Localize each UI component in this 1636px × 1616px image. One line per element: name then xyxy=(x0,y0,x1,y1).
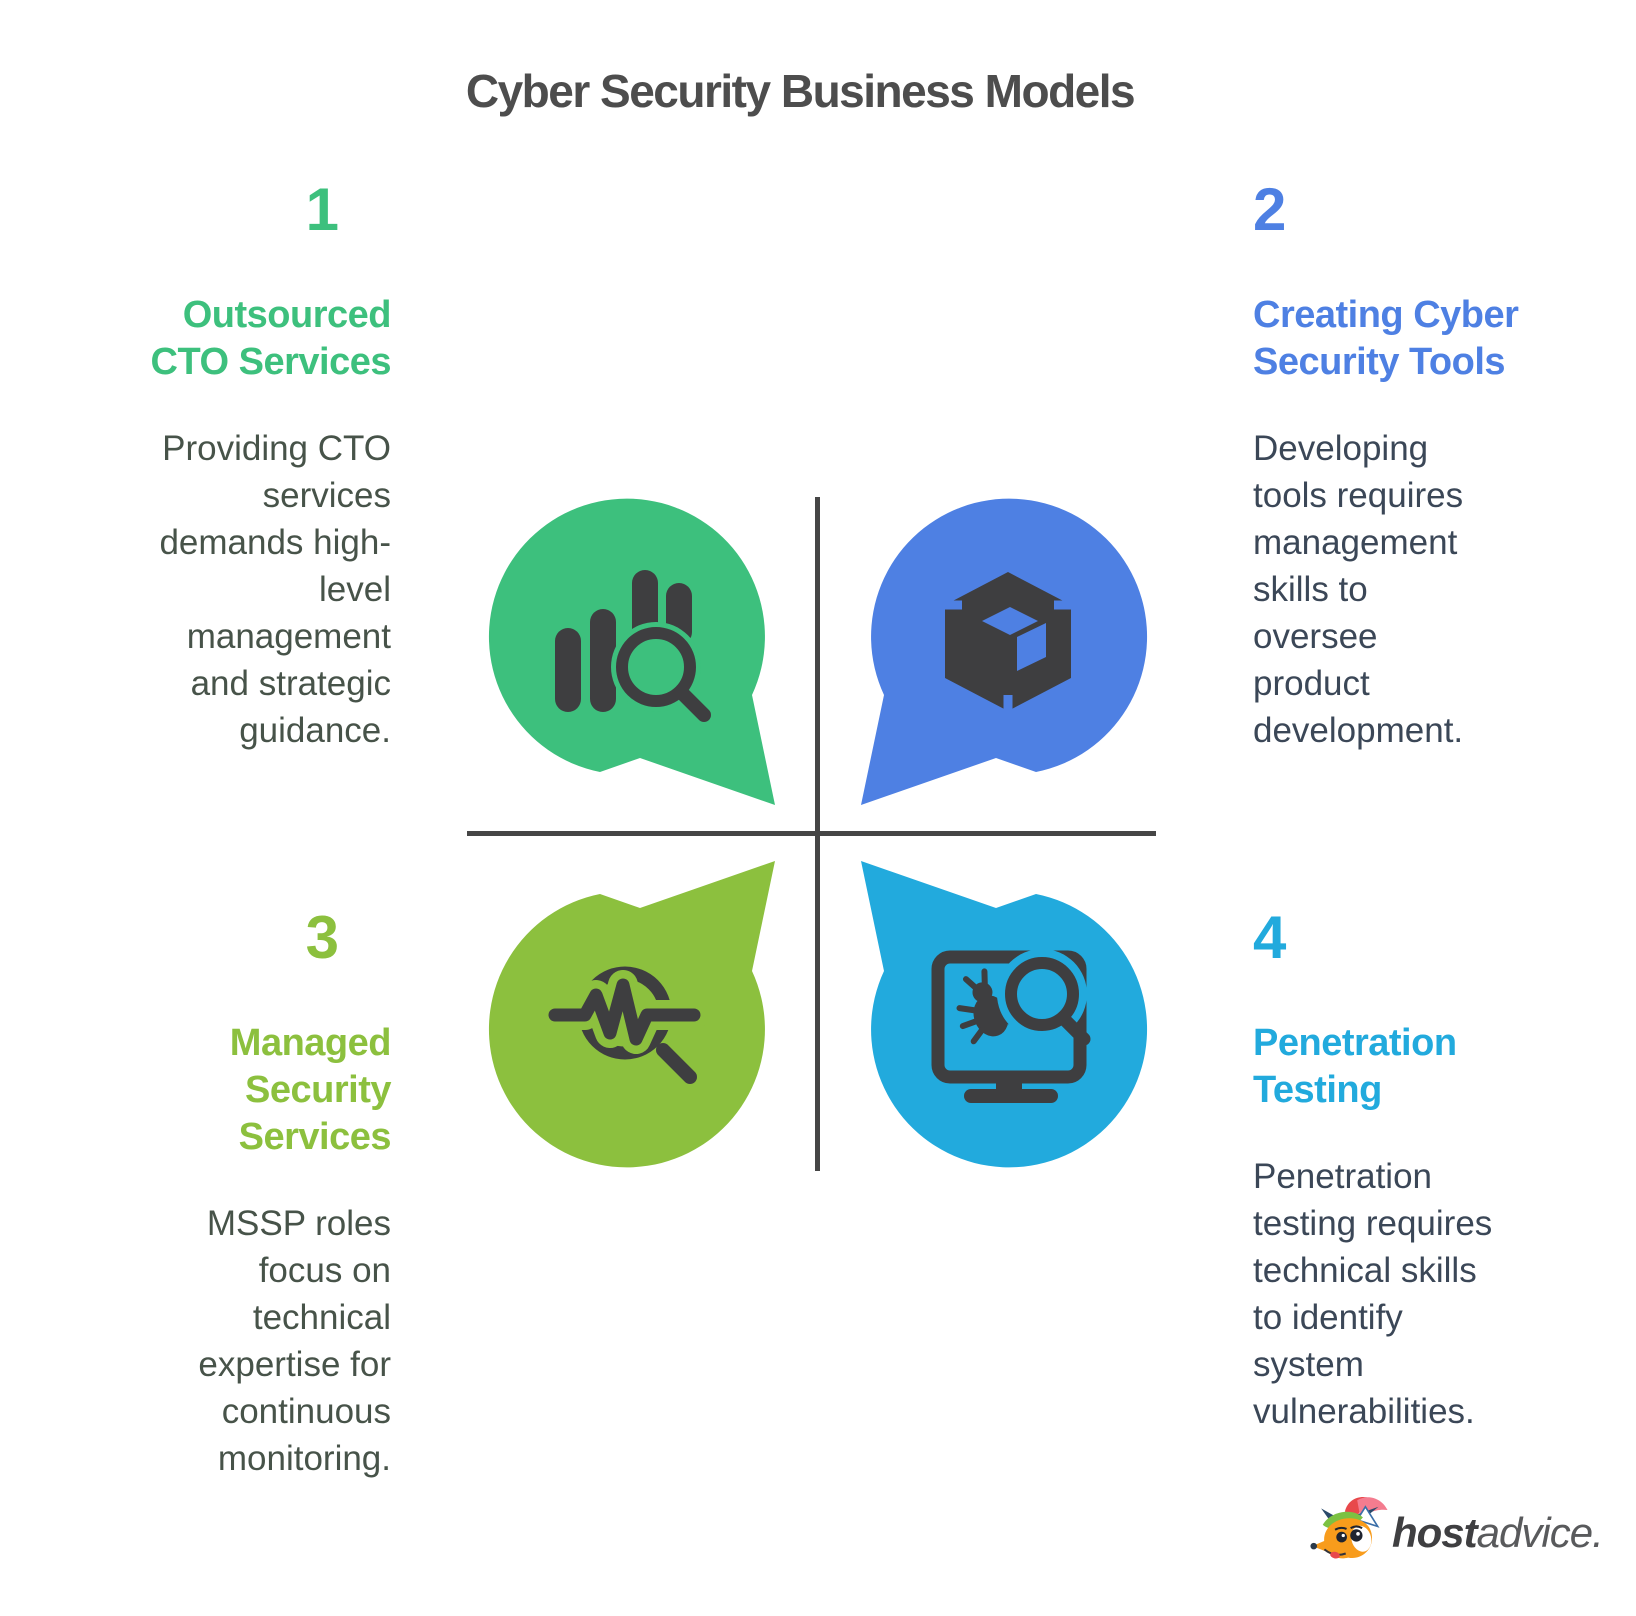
section-body-2: Developing tools requires management ski… xyxy=(1253,429,1464,750)
section-number-1: 1 xyxy=(305,176,339,243)
page-title: Cyber Security Business Models xyxy=(465,65,1136,117)
logo-text: hostadvice. xyxy=(1392,1509,1604,1557)
section-number-2: 2 xyxy=(1253,176,1287,243)
logo-text-advice: advice. xyxy=(1476,1509,1604,1556)
section-heading-4: Penetration Testing xyxy=(1253,1022,1457,1112)
speech-bubble-lime xyxy=(488,861,775,1168)
section-heading-2: Creating Cyber Security Tools xyxy=(1253,294,1519,384)
hostadvice-logo: hostadvice. xyxy=(1308,1492,1604,1574)
section-body-3: MSSP roles focus on technical expertise … xyxy=(198,1204,391,1478)
fox-mascot-icon xyxy=(1310,1496,1388,1559)
section-heading-3: Managed Security Services xyxy=(229,1022,392,1159)
vertical-divider-line xyxy=(815,497,820,1171)
section-creating-tools: 2 Creating Cyber Security Tools Developi… xyxy=(1253,180,1558,754)
section-body-4: Penetration testing requires technical s… xyxy=(1253,1157,1493,1431)
speech-bubble-green xyxy=(488,498,775,805)
section-managed-security: 3 Managed Security Services MSSP roles f… xyxy=(86,908,391,1483)
logo-text-host: host xyxy=(1392,1509,1478,1556)
section-penetration-testing: 4 Penetration Testing Penetration testin… xyxy=(1253,908,1558,1436)
horizontal-divider-line xyxy=(467,831,1156,836)
section-number-3: 3 xyxy=(305,904,339,971)
bar-chart-magnifier-icon xyxy=(555,570,711,722)
section-heading-1: Outsourced CTO Services xyxy=(150,294,392,384)
monitor-bug-magnifier-icon xyxy=(931,949,1091,1103)
3d-cube-icon xyxy=(930,572,1086,727)
speech-bubble-cyan xyxy=(861,861,1148,1168)
speech-bubble-blue xyxy=(861,498,1148,805)
section-outsourced-cto: 1 Outsourced CTO Services Providing CTO … xyxy=(86,176,392,754)
section-number-4: 4 xyxy=(1253,904,1287,971)
section-body-1: Providing CTO services demands high- lev… xyxy=(159,429,391,750)
pulse-magnifier-icon xyxy=(540,966,709,1084)
